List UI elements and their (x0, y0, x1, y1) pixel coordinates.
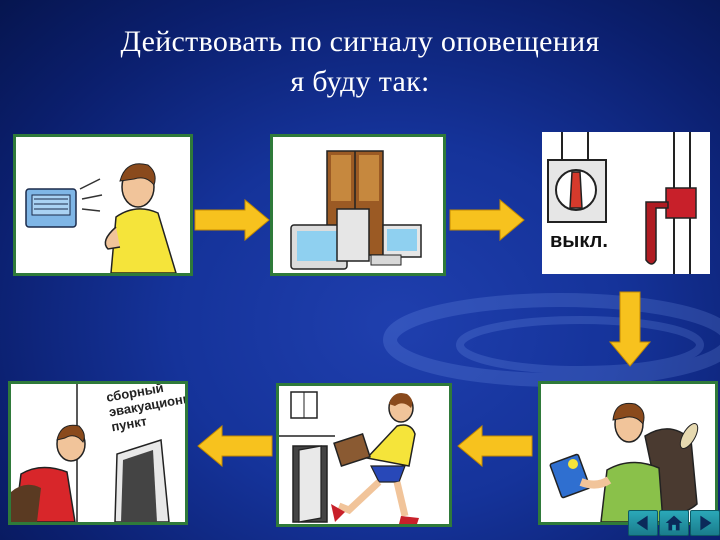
arrow-right-1 (194, 198, 270, 242)
panel-leave-room (276, 383, 452, 527)
nav-home-icon (665, 515, 683, 531)
panel-air-conditioner (13, 134, 193, 276)
person-air-conditioner-icon (25, 163, 177, 273)
nav-home-button[interactable] (659, 510, 689, 536)
person-running-out-door-icon (279, 391, 419, 524)
nav-next-button[interactable] (690, 510, 720, 536)
title-line-1: Действовать по сигналу оповещения (120, 25, 600, 58)
nav-next-icon (700, 515, 712, 531)
background-swirl (383, 293, 720, 387)
arrow-left-2 (197, 424, 273, 468)
nav-prev-icon (636, 515, 648, 531)
nav-prev-button[interactable] (628, 510, 658, 536)
cabinet-tv-computer-icon (290, 150, 422, 270)
panel-documents-backpack (538, 381, 718, 525)
power-switch-off-icon (547, 132, 697, 274)
title-line-2: я буду так: (290, 65, 430, 98)
person-assembly-point-icon (11, 384, 183, 522)
arrow-down (608, 291, 652, 367)
panel-switch-off: выкл. (542, 132, 710, 274)
page-title: Действовать по сигналу оповещения я буду… (0, 22, 720, 102)
switch-off-label: выкл. (550, 230, 608, 252)
panel-devices (270, 134, 446, 276)
panel-assembly-point: сборный эвакуационный пункт (8, 381, 188, 525)
arrow-right-2 (449, 198, 525, 242)
arrow-left-1 (457, 424, 533, 468)
person-documents-backpack-icon (549, 402, 699, 522)
